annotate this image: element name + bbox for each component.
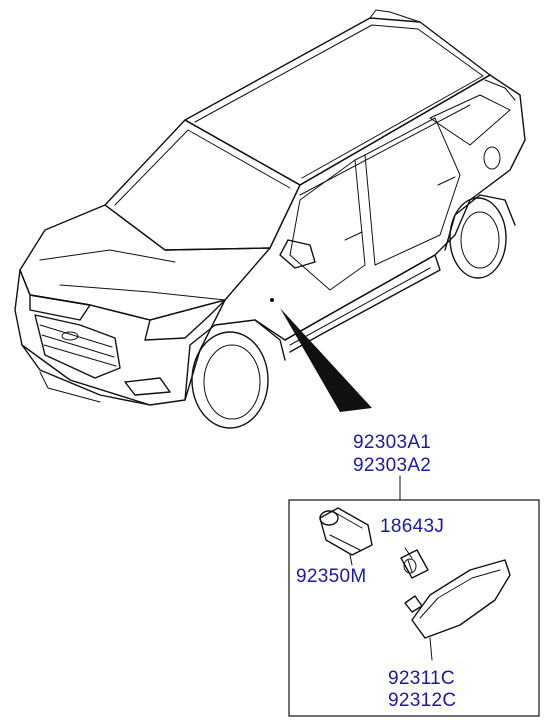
callout-pointer xyxy=(280,308,372,412)
part-number-92350M[interactable]: 92350M xyxy=(296,566,366,587)
bulb-part xyxy=(400,547,429,579)
part-number-92303A1[interactable]: 92303A1 xyxy=(353,432,431,453)
vehicle-illustration xyxy=(14,9,526,429)
detail-box xyxy=(288,499,540,717)
part-number-18643J[interactable]: 18643J xyxy=(380,516,444,537)
part-number-92303A2[interactable]: 92303A2 xyxy=(353,455,431,476)
detail-callout xyxy=(288,475,540,717)
side-repeater-lamp xyxy=(404,559,511,661)
socket-part xyxy=(319,507,373,566)
part-number-92311C[interactable]: 92311C xyxy=(388,668,455,689)
part-number-92312C[interactable]: 92312C xyxy=(388,690,456,711)
